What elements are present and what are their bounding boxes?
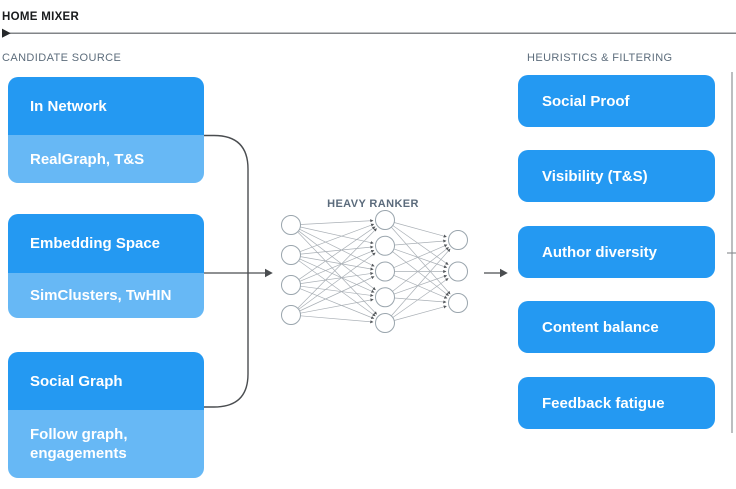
neural-network-graphic — [281, 210, 468, 333]
candidate-box-sub: Follow graph, engagements — [8, 410, 204, 478]
heuristic-box-feedback-fatigue: Feedback fatigue — [518, 377, 715, 429]
candidate-group-social-graph: Social Graph Follow graph, engagements — [8, 352, 204, 478]
candidate-box-main: In Network — [8, 77, 204, 135]
heavy-ranker-label: HEAVY RANKER — [327, 198, 419, 210]
candidate-box-main: Social Graph — [8, 352, 204, 410]
heuristic-box-content-balance: Content balance — [518, 301, 715, 353]
flow-arrow-to-heuristics-icon — [484, 268, 508, 278]
timeline-arrow-icon — [2, 28, 736, 38]
candidate-box-main: Embedding Space — [8, 214, 204, 273]
page-title: HOME MIXER — [2, 11, 80, 23]
candidate-box-sub: SimClusters, TwHIN — [8, 273, 204, 318]
heuristic-box-author-diversity: Author diversity — [518, 226, 715, 278]
candidate-box-sub: RealGraph, T&S — [8, 135, 204, 183]
heuristics-filtering-label: HEURISTICS & FILTERING — [527, 52, 673, 64]
output-bracket — [727, 72, 736, 433]
candidate-group-in-network: In Network RealGraph, T&S — [8, 77, 204, 183]
candidate-merge-bracket — [204, 134, 249, 408]
candidate-source-label: CANDIDATE SOURCE — [2, 52, 122, 64]
flow-arrow-to-ranker-icon — [204, 268, 273, 278]
heuristic-box-social-proof: Social Proof — [518, 75, 715, 127]
heuristic-box-visibility: Visibility (T&S) — [518, 150, 715, 202]
candidate-group-embedding-space: Embedding Space SimClusters, TwHIN — [8, 214, 204, 318]
